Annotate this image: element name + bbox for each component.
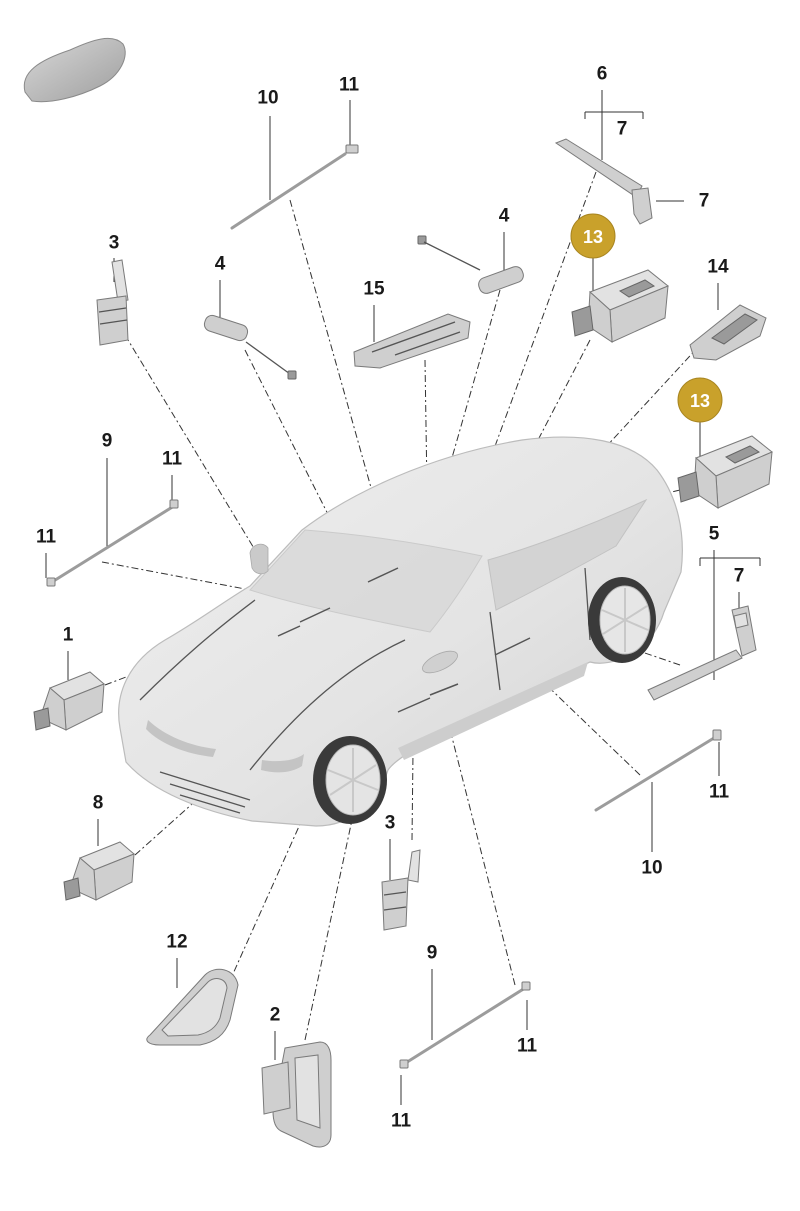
part-8-control-unit: [63, 841, 135, 901]
highlight-badge[interactable]: [570, 213, 616, 259]
part-4-left-sensor: [203, 314, 297, 380]
callout-5[interactable]: 5: [709, 524, 720, 545]
callout-9-lower[interactable]: 9: [427, 943, 438, 964]
car-side-mirror: [422, 650, 458, 674]
car-rear-wheel: [588, 577, 656, 663]
part-9-left-rod: [46, 499, 179, 587]
part-3-lower-connector: [381, 849, 421, 931]
callouts: 10 11 6 7 7 3 4 4 13 15 14 13 9 11 11 5 …: [36, 64, 744, 1132]
callout-13-lower-label[interactable]: 13: [690, 391, 710, 411]
part-3-top-connector: [96, 259, 129, 346]
callout-4-right[interactable]: 4: [499, 206, 510, 227]
part-13-upper-control-unit: [571, 269, 669, 343]
part-13-lower-control-unit: [677, 435, 773, 509]
callout-3-top[interactable]: 3: [109, 233, 120, 254]
part-1-control-unit: [33, 671, 105, 731]
car-side-window: [487, 498, 648, 611]
callout-13-upper-label[interactable]: 13: [583, 227, 603, 247]
part-14-module: [689, 304, 767, 361]
part-5-arm: [647, 649, 743, 701]
callout-11-lower-right[interactable]: 11: [517, 1036, 538, 1057]
car-hood-crease: [249, 639, 406, 771]
callout-13-lower[interactable]: 13: [677, 377, 723, 423]
part-10-right-rod: [594, 729, 722, 812]
car-thumbnail-icon: [23, 37, 126, 103]
part-4-right-sensor: [417, 235, 524, 294]
part-6-wiper-arm: [554, 138, 653, 225]
car-side-mirror: [249, 543, 269, 575]
highlight-badge[interactable]: [677, 377, 723, 423]
part-7-right-connector: [731, 605, 757, 657]
callout-7-top[interactable]: 7: [617, 119, 628, 140]
callout-6[interactable]: 6: [597, 64, 608, 85]
callout-11-right[interactable]: 11: [709, 782, 730, 803]
callout-4-left[interactable]: 4: [215, 254, 226, 275]
part-10-top: [230, 144, 359, 230]
car-rocker: [398, 662, 588, 760]
callout-15[interactable]: 15: [363, 279, 385, 300]
callout-10-right[interactable]: 10: [641, 858, 662, 879]
car: [118, 436, 683, 827]
part-15-bracket: [353, 313, 471, 369]
leader-line-dashed: [289, 199, 391, 556]
leader-line-dashed: [304, 711, 376, 1041]
callout-11-left-lower[interactable]: 11: [36, 527, 57, 548]
car-grille: [159, 771, 251, 814]
leader-line-dashed: [439, 689, 516, 986]
leader-line-dashed: [101, 561, 331, 606]
callout-11-top[interactable]: 11: [339, 75, 360, 96]
part-12-lamp: [146, 968, 239, 1046]
part-2-lamp-housing: [261, 1041, 332, 1148]
car-front-wheel: [313, 736, 387, 824]
car-headlight: [261, 754, 304, 773]
car-windshield: [249, 529, 483, 633]
car-hood-crease: [139, 599, 256, 701]
leader-line-dashed: [427, 171, 597, 629]
callout-10-top[interactable]: 10: [257, 88, 278, 109]
part-9-lower-rod: [399, 981, 531, 1069]
callout-3-lower[interactable]: 3: [385, 813, 396, 834]
callout-13-upper[interactable]: 13: [570, 213, 616, 259]
callout-14[interactable]: 14: [707, 257, 729, 278]
callout-7-top-right[interactable]: 7: [699, 191, 710, 212]
callout-11-lower-left[interactable]: 11: [391, 1111, 412, 1132]
callout-2[interactable]: 2: [270, 1005, 281, 1026]
callout-9-left[interactable]: 9: [102, 431, 113, 452]
callout-1[interactable]: 1: [63, 625, 74, 646]
car-headlight: [146, 720, 216, 757]
callout-11-left-upper[interactable]: 11: [162, 449, 183, 470]
callout-7-right[interactable]: 7: [734, 566, 745, 587]
callout-8[interactable]: 8: [93, 793, 104, 814]
car-roof-marks: [277, 567, 531, 713]
callout-12[interactable]: 12: [166, 932, 187, 953]
leader-line-dashed: [124, 334, 276, 584]
